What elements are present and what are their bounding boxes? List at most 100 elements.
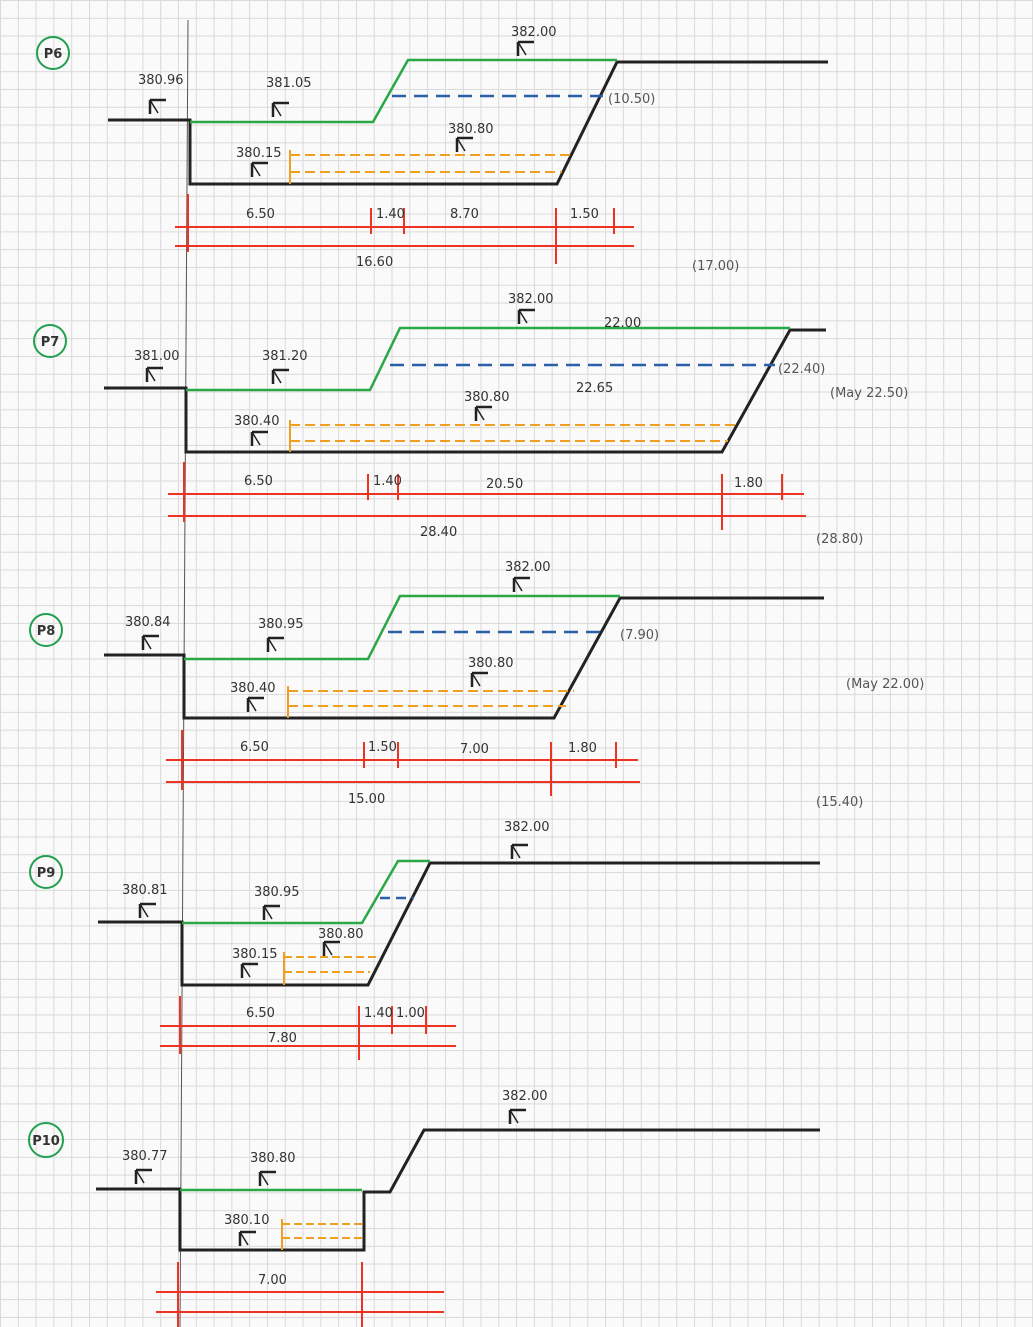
level-berm: 381.05 [266, 76, 312, 91]
annotation-top: 22.00 [604, 316, 641, 331]
annotation-mid: 22.65 [576, 381, 613, 396]
side-note: (17.00) [692, 259, 739, 274]
level-berm: 380.80 [250, 1151, 296, 1166]
dimension-value: 8.70 [450, 207, 479, 222]
level-top: 382.00 [502, 1089, 548, 1104]
level-marker [517, 308, 537, 326]
section-p10: P10 380.77 380.80 382.00 380.10 7.00 [28, 1089, 820, 1327]
dimension-value: 7.00 [258, 1273, 287, 1288]
level-marker [246, 696, 266, 714]
water-width-note: (7.90) [620, 628, 659, 643]
ground-profile [98, 861, 820, 987]
level-marker [322, 940, 342, 958]
dimension-value: 6.50 [246, 207, 275, 222]
dimension-total: 16.60 [356, 255, 393, 270]
level-marker [134, 1168, 154, 1186]
level-bottom: 380.15 [236, 146, 282, 161]
level-top: 382.00 [504, 820, 550, 835]
excavation-line [190, 58, 617, 124]
level-top: 382.00 [508, 292, 554, 307]
level-bottom: 380.15 [232, 947, 278, 962]
level-top: 382.00 [511, 25, 557, 40]
dimension-value: 1.80 [734, 476, 763, 491]
side-note: (28.80) [816, 532, 863, 547]
dimension-value: 1.40 [364, 1006, 393, 1021]
section-label: P6 [44, 47, 63, 62]
dimension-value: 6.50 [240, 740, 269, 755]
level-berm: 381.20 [262, 349, 308, 364]
excavation-line [186, 326, 790, 392]
level-marker [145, 366, 165, 384]
level-left: 380.77 [122, 1149, 168, 1164]
dimension-value: 7.00 [460, 742, 489, 757]
level-top: 382.00 [505, 560, 551, 575]
excavation-line [182, 859, 430, 925]
excavation-line [184, 594, 620, 661]
side-note: (15.40) [816, 795, 863, 810]
level-berm: 380.95 [258, 617, 304, 632]
level-left: 380.81 [122, 883, 168, 898]
level-left: 381.00 [134, 349, 180, 364]
side-note-alt: (May 22.50) [830, 386, 908, 401]
section-label: P7 [41, 335, 60, 350]
dimension-value: 1.40 [373, 474, 402, 489]
dimension-value: 6.50 [246, 1006, 275, 1021]
ground-profile [104, 328, 826, 454]
dimension-value: 6.50 [244, 474, 273, 489]
side-note-alt: (May 22.00) [846, 677, 924, 692]
level-marker [148, 98, 168, 116]
level-marker [250, 161, 270, 179]
section-label: P9 [37, 866, 56, 881]
level-marker [266, 636, 286, 654]
level-marker [141, 634, 161, 652]
dimension-value: 1.50 [368, 740, 397, 755]
level-bottom: 380.40 [234, 414, 280, 429]
level-left: 380.84 [125, 615, 171, 630]
section-label-circle [29, 613, 63, 647]
level-marker [240, 962, 260, 980]
section-label-circle [28, 1122, 64, 1158]
dimension-value: 20.50 [486, 477, 523, 492]
section-p9: P9 380.81 380.95 382.00 380.15 380.80 6.… [29, 820, 820, 1060]
level-fill: 380.80 [464, 390, 510, 405]
dimension-value: 1.00 [396, 1006, 425, 1021]
dimension-total: 15.00 [348, 792, 385, 807]
dimension-value: 1.50 [570, 207, 599, 222]
level-marker [470, 671, 490, 689]
level-left: 380.96 [138, 73, 184, 88]
level-marker [512, 576, 532, 594]
water-width-note: (10.50) [608, 92, 655, 107]
level-marker [250, 430, 270, 448]
level-marker [455, 136, 475, 154]
level-marker [271, 368, 291, 386]
level-marker [238, 1230, 258, 1248]
level-bottom: 380.10 [224, 1213, 270, 1228]
level-berm: 380.95 [254, 885, 300, 900]
dimension-value: 1.40 [376, 207, 405, 222]
dimension-value: 1.80 [568, 741, 597, 756]
section-label-circle [33, 324, 67, 358]
section-p8: P8 380.84 380.95 382.00 380.40 380.80 (7… [29, 560, 924, 810]
level-fill: 380.80 [448, 122, 494, 137]
level-fill: 380.80 [468, 656, 514, 671]
level-bottom: 380.40 [230, 681, 276, 696]
ground-profile [108, 60, 828, 186]
dimension-total: 7.80 [268, 1031, 297, 1046]
section-p7: P7 381.00 381.20 382.00 22.00 22.65 380.… [33, 292, 908, 547]
section-label: P8 [37, 624, 56, 639]
level-marker [271, 101, 291, 119]
section-label-circle [36, 36, 70, 70]
section-p6: P6 380.96 381.05 382.00 380.15 380.80 (1… [36, 25, 828, 274]
level-marker [258, 1170, 278, 1188]
dimension-total: 28.40 [420, 525, 457, 540]
water-width-note: (22.40) [778, 362, 825, 377]
ground-profile [104, 596, 824, 720]
section-label: P10 [32, 1134, 60, 1149]
level-marker [262, 904, 282, 922]
level-marker [508, 1108, 528, 1126]
level-marker [138, 902, 158, 920]
section-label-circle [29, 855, 63, 889]
ground-profile [96, 1128, 820, 1252]
level-fill: 380.80 [318, 927, 364, 942]
